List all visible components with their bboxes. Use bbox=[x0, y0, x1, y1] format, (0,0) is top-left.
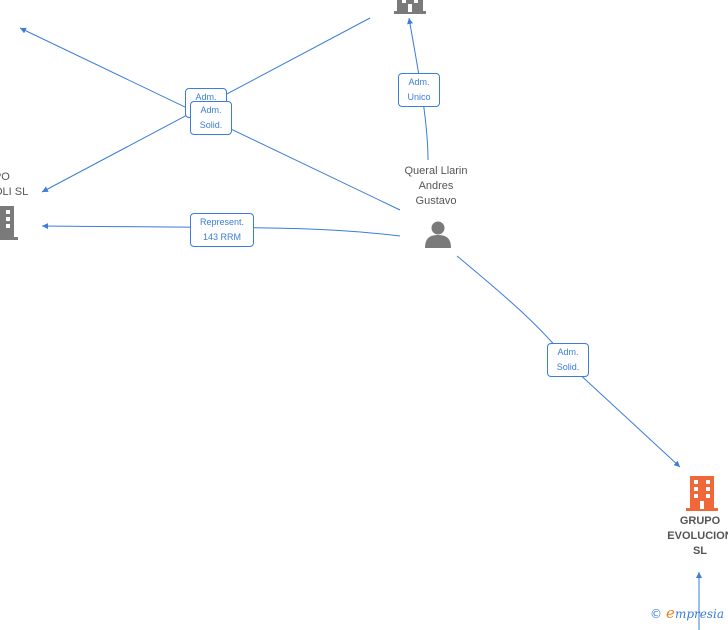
edge-label-line: Adm. bbox=[557, 347, 579, 357]
edge-label-line: 143 RRM bbox=[202, 232, 241, 242]
brand-name: mpresia bbox=[674, 607, 724, 621]
person-name-line-2: Andres bbox=[418, 180, 454, 192]
person-name-line-3: Gustavo bbox=[415, 195, 457, 207]
edge-label-adm-solid-upper[interactable]: Adm. Solid. bbox=[190, 101, 232, 135]
edge-label-represent[interactable]: Represent. 143 RRM bbox=[190, 213, 254, 247]
company-main-line-1: GRUPO bbox=[679, 515, 721, 527]
company-left-line-1: UPO bbox=[0, 171, 10, 183]
person-icon[interactable] bbox=[424, 220, 452, 248]
building-icon-highlight[interactable] bbox=[686, 476, 718, 512]
edge-line-represent bbox=[41, 223, 401, 237]
edge-label-line: Adm. bbox=[408, 77, 430, 87]
building-icon[interactable] bbox=[394, 0, 426, 14]
company-left-line-2: ROLI SL bbox=[0, 186, 29, 198]
empresia-logo: ©empresia bbox=[650, 604, 724, 622]
edge-label-line: Solid. bbox=[199, 120, 223, 130]
person-name-line-1: Queral Llarin bbox=[404, 165, 468, 177]
edge-label-line: Represent. bbox=[199, 217, 245, 227]
edge-label-adm-solid-lower[interactable]: Adm. Solid. bbox=[547, 343, 589, 377]
building-icon[interactable] bbox=[0, 206, 18, 240]
person-label[interactable]: Queral Llarin Andres Gustavo bbox=[386, 164, 486, 209]
edge-label-line: Adm. bbox=[195, 92, 217, 102]
company-main-label[interactable]: GRUPO EVOLUCION SL bbox=[652, 514, 728, 559]
company-left-label[interactable]: UPO ROLI SL bbox=[0, 170, 46, 200]
company-main-line-2: EVOLUCION bbox=[667, 530, 728, 542]
edge-label-line: Adm. bbox=[200, 105, 222, 115]
copyright-symbol: © bbox=[650, 607, 663, 621]
edge-label-line: Unico bbox=[407, 92, 431, 102]
edge-label-line: Solid. bbox=[556, 362, 580, 372]
edge-label-adm-unico[interactable]: Adm. Unico bbox=[398, 73, 440, 107]
brand-initial: e bbox=[666, 604, 675, 622]
company-main-line-3: SL bbox=[692, 545, 708, 557]
